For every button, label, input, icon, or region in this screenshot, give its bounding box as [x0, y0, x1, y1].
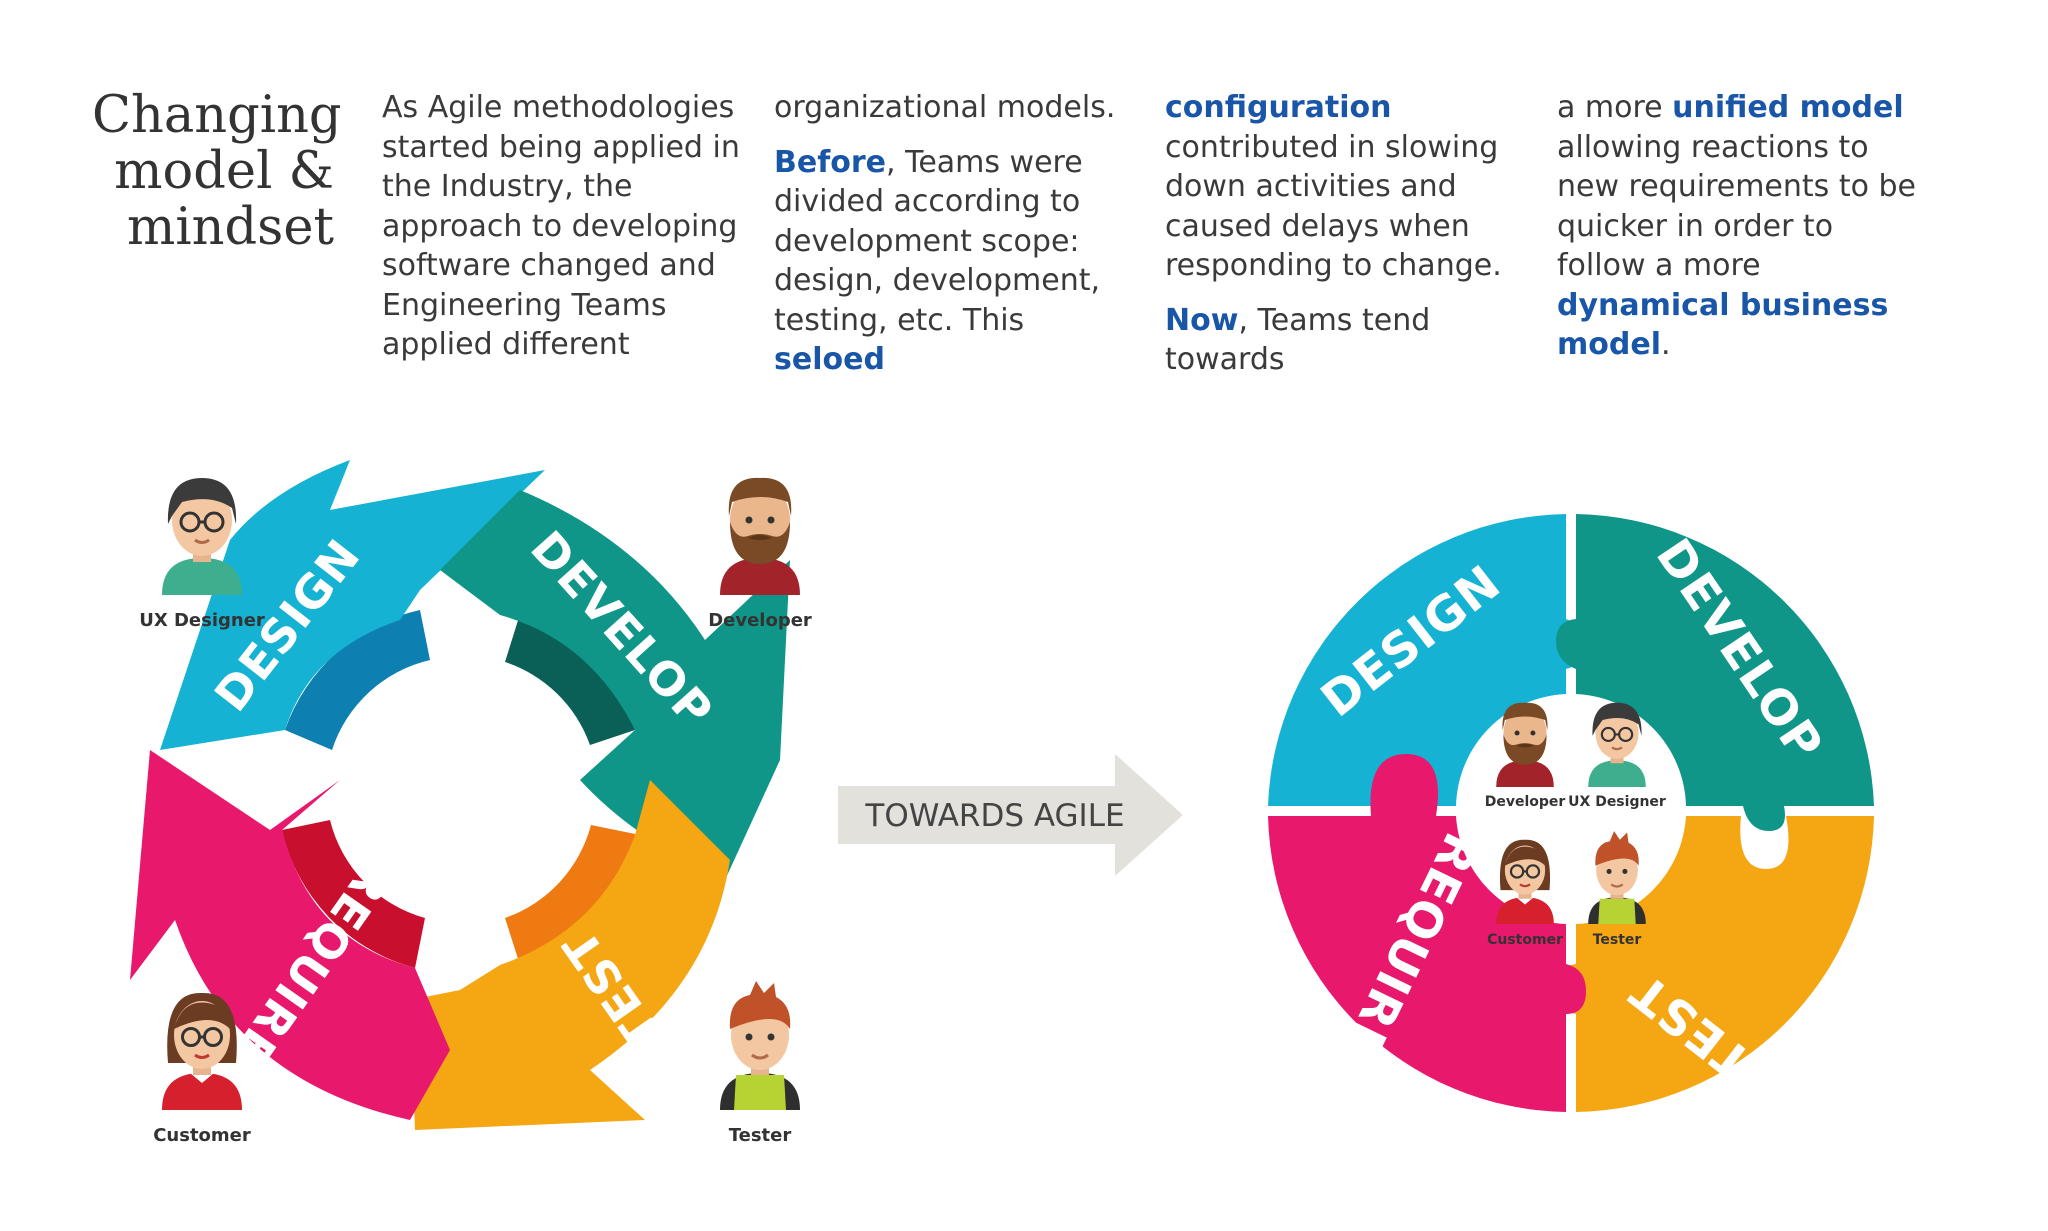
- label-customer-left: Customer: [153, 1125, 251, 1146]
- unified-end: .: [1660, 327, 1671, 362]
- text-column-3: configuration contributed in slowing dow…: [1165, 88, 1535, 395]
- highlight-dynamical: dynamical business model: [1557, 287, 1889, 363]
- highlight-unified-model: unified model: [1672, 90, 1904, 125]
- label-developer-right: Developer: [1485, 794, 1566, 810]
- title-line-1: Changing: [92, 86, 342, 145]
- towards-agile-arrow: TOWARDS AGILE: [838, 754, 1183, 876]
- require-segment: [130, 750, 450, 1120]
- customer-avatar: [1495, 838, 1555, 926]
- developer-avatar: [1496, 702, 1554, 787]
- design-inner-band: [285, 610, 430, 750]
- paragraph-configuration: configuration contributed in slowing dow…: [1165, 88, 1535, 286]
- configuration-text: contributed in slowing down activities a…: [1165, 129, 1502, 284]
- text-column-2: organizational models. Before, Teams wer…: [774, 88, 1144, 395]
- require-inner-band: [282, 820, 425, 968]
- develop-segment: [440, 490, 790, 880]
- label-ux-designer-left: UX Designer: [139, 610, 265, 631]
- paragraph-org-models: organizational models.: [774, 90, 1116, 125]
- test-inner-band: [505, 825, 640, 965]
- now-text: , Teams tend towards: [1165, 302, 1431, 378]
- paragraph-now: Now, Teams tend towards: [1165, 301, 1535, 380]
- highlight-before: Before: [774, 144, 887, 180]
- unified-prefix: a more: [1557, 90, 1673, 125]
- title-line-2: model &: [114, 142, 334, 201]
- developer-avatar: [720, 477, 800, 595]
- waterfall-cycle: DESIGN DEVELOP TEST REQUIRE: [130, 460, 790, 1130]
- label-customer-right: Customer: [1487, 932, 1563, 948]
- text-column-4: a more unified model allowing reactions …: [1557, 88, 1927, 380]
- paragraph-intro: As Agile methodologies started being app…: [382, 90, 740, 362]
- develop-inner-band: [505, 614, 635, 745]
- puzzle-design: [1268, 514, 1586, 806]
- agile-puzzle-circle: DESIGN DEVELOP TEST REQUIRE: [1268, 514, 1874, 1112]
- tester-avatar: [718, 979, 802, 1112]
- puzzle-develop: [1556, 514, 1874, 831]
- customer-avatar: [160, 991, 244, 1112]
- unified-text: allowing reactions to new requirements t…: [1557, 129, 1916, 284]
- before-text: , Teams were divided according to develo…: [774, 144, 1101, 338]
- puzzle-require: [1268, 754, 1586, 1112]
- ux-designer-avatar: [160, 476, 244, 597]
- puzzle-test: [1556, 816, 1874, 1112]
- test-segment: [410, 780, 730, 1130]
- paragraph-before: Before, Teams were divided according to …: [774, 143, 1144, 380]
- towards-agile-label: TOWARDS AGILE: [864, 798, 1124, 834]
- label-tester-right: Tester: [1593, 932, 1642, 948]
- label-developer-left: Developer: [708, 610, 812, 631]
- title-line-3: mindset: [126, 198, 334, 257]
- label-ux-designer-right: UX Designer: [1568, 794, 1666, 810]
- design-segment: [160, 460, 545, 750]
- highlight-configuration: configuration: [1165, 90, 1392, 125]
- text-column-1: As Agile methodologies started being app…: [382, 88, 752, 380]
- paragraph-unified: a more unified model allowing reactions …: [1557, 88, 1927, 365]
- label-tester-left: Tester: [729, 1125, 792, 1146]
- page-title: Changing model & mindset: [92, 86, 342, 257]
- highlight-now: Now: [1165, 302, 1239, 338]
- highlight-seloed: seloed: [774, 342, 885, 377]
